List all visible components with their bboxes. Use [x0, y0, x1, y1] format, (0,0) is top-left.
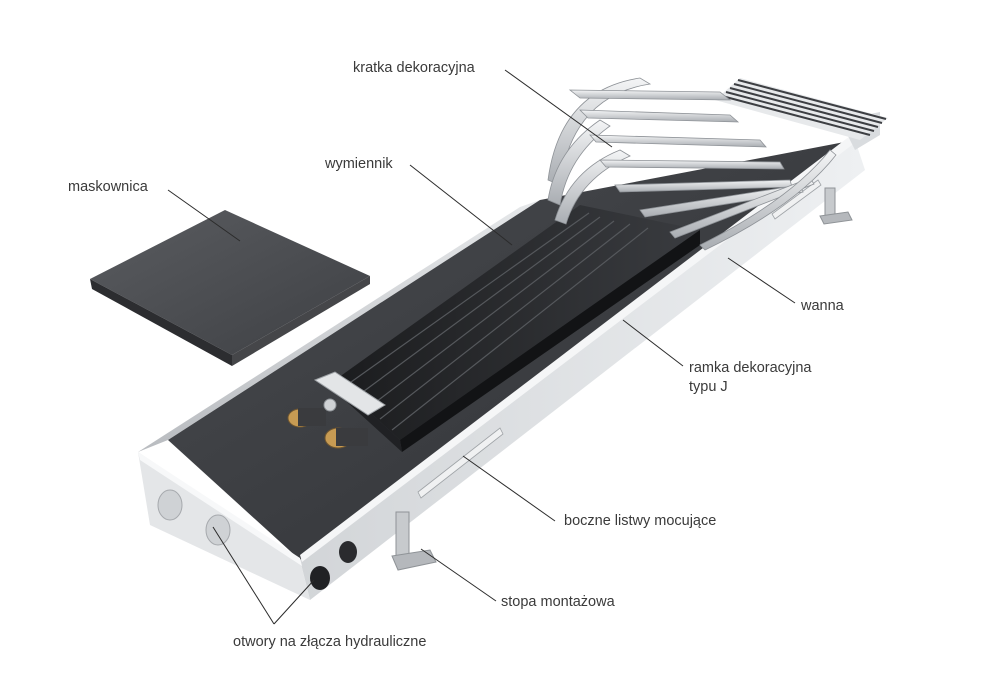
leader-stopa	[420, 548, 497, 602]
label-maskownica: maskownica	[68, 179, 148, 195]
mounting-feet	[391, 187, 853, 571]
grille-rolled	[547, 77, 837, 251]
label-listwy: boczne listwy mocujące	[564, 513, 717, 529]
label-otwory: otwory na złącza hydrauliczne	[233, 634, 427, 650]
leader-lines	[167, 69, 796, 625]
grille-flat	[715, 78, 888, 140]
label-ramka-line2: typu J	[689, 379, 728, 395]
leader-maskownica	[167, 189, 241, 242]
leader-wymiennik	[409, 164, 513, 246]
label-stopa: stopa montażowa	[501, 594, 615, 610]
leader-wanna	[727, 257, 796, 304]
leader-kratka	[504, 69, 613, 148]
leader-otwory-1	[212, 526, 275, 625]
leader-ramka	[622, 319, 684, 367]
cover-plate	[90, 210, 370, 366]
leader-listwy	[462, 455, 556, 522]
label-ramka-line1: ramka dekoracyjna	[689, 360, 812, 376]
label-wanna: wanna	[801, 298, 844, 314]
leader-otwory-2	[273, 579, 315, 625]
label-kratka: kratka dekoracyjna	[353, 60, 475, 76]
heat-exchanger	[287, 205, 700, 452]
label-wymiennik: wymiennik	[325, 156, 393, 172]
